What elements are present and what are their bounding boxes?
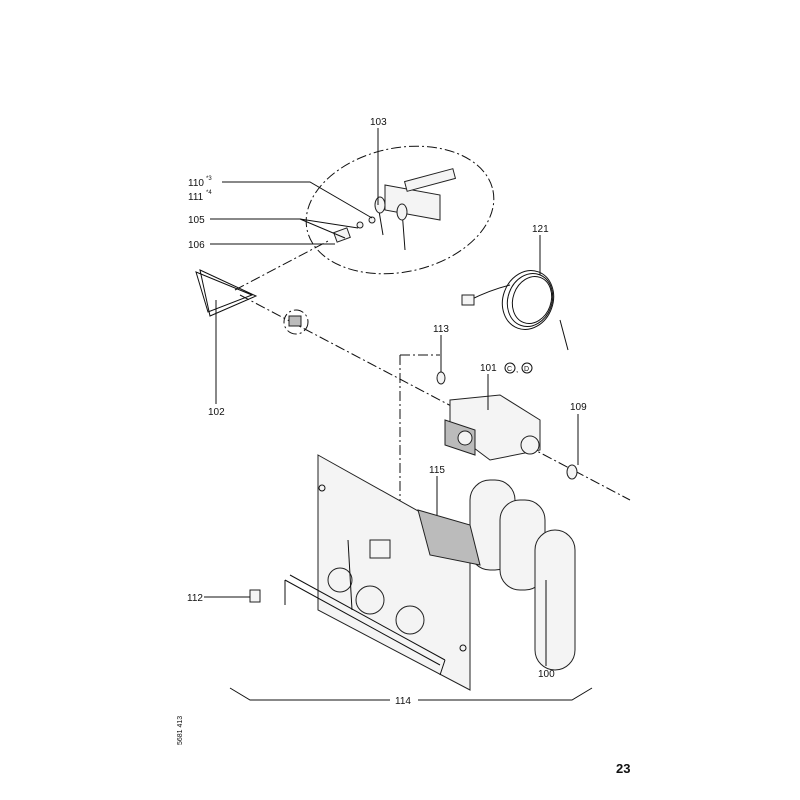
insulation-block-115: [417, 509, 481, 566]
pilot-burner-assembly: [333, 168, 457, 251]
bracket-114: [229, 687, 593, 701]
svg-text:,: ,: [516, 365, 518, 374]
label-121: 121: [532, 224, 549, 235]
label-106: 106: [188, 240, 205, 251]
label-105: 105: [188, 215, 205, 226]
label-114: 114: [395, 696, 411, 707]
leader-105: [210, 218, 359, 239]
washer-109: [566, 464, 578, 480]
label-100: 100: [538, 669, 555, 680]
screw-112: [249, 589, 261, 603]
label-115: 115: [429, 465, 445, 476]
label-113: 113: [433, 324, 449, 335]
label-112: 112: [187, 593, 203, 604]
fitting-outline: [283, 309, 309, 335]
washer-113: [436, 371, 446, 385]
label-101-d: D: [524, 366, 529, 373]
axis-line-main: [239, 294, 631, 501]
gas-valve: [444, 394, 541, 461]
label-111: 111: [188, 192, 204, 203]
thermocouple-loop: [195, 269, 258, 317]
burner-unit: [284, 454, 576, 691]
thermostat-capillary: [461, 270, 569, 351]
label-102: 102: [208, 407, 225, 418]
document-code: 5681 413: [177, 716, 184, 745]
note-111: *4: [206, 190, 212, 196]
label-101: 101: [480, 363, 497, 374]
circle-marker-d: [521, 362, 533, 374]
axis-line-upper: [234, 239, 331, 291]
label-109: 109: [570, 402, 587, 413]
page-number: 23: [616, 761, 630, 776]
fitting: [288, 315, 302, 327]
note-110: *3: [206, 176, 212, 182]
label-110: 110: [188, 178, 204, 189]
label-103: 103: [370, 117, 387, 128]
circle-marker-c: [504, 362, 516, 374]
label-101-c: C: [507, 366, 512, 373]
leader-110: [222, 181, 373, 219]
